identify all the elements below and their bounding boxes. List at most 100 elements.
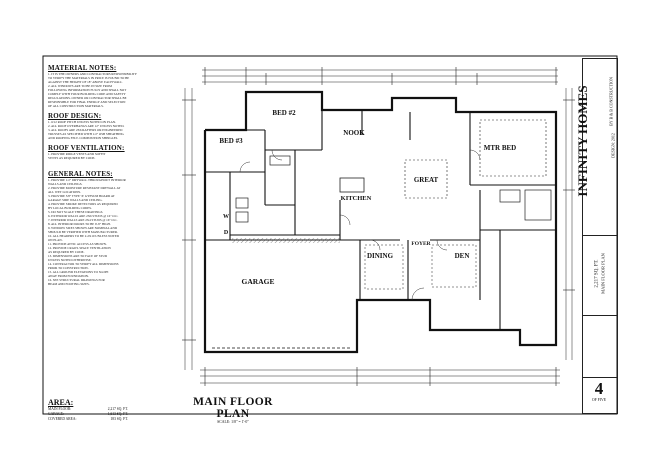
note-line: ON PLAN. [48, 238, 63, 242]
note-line: 12. PROVIDE CRAWL SPACE VENTILATION [48, 246, 111, 250]
room-label-bed3: BED #3 [219, 137, 243, 145]
room-label-mtr-bed: MTR BED [484, 144, 516, 152]
company-name: INFINITY HOMES [575, 85, 590, 197]
note-line: PRIOR TO CONSTRUCTION. [48, 266, 89, 270]
title-block-divider [583, 377, 617, 378]
note-line: BY LOCAL BUILDING CODES. [48, 206, 92, 210]
sheet-number: 4 [594, 379, 604, 398]
room-label-garage: GARAGE [242, 277, 275, 286]
area-row-value: 2,217 SQ. FT. [107, 407, 128, 411]
room-label-dining: DINING [367, 252, 394, 260]
exterior-walls [203, 90, 558, 354]
note-line: BEAM AND FOOTING SIZES. [48, 282, 90, 286]
note-line: 3. ALL ROOFS ARE 2X6 RAFTERS OR ENGINEER… [48, 128, 123, 132]
area-row-label: COVERED AREA: [48, 417, 77, 421]
note-line: 3. PROVIDE 5/8" TYPE 'X' GYPSUM BOARD AT [48, 194, 115, 198]
dining-ceiling [364, 244, 404, 290]
note-line: UNLESS NOTED OTHERWISE. [48, 258, 92, 262]
note-line: 1. IT IS THE OWNERS AND CONTRACTORS RESP… [48, 72, 137, 76]
note-line: 6. EXTERIOR WALLS ARE 2X6 STUDS @ 16" O.… [48, 214, 119, 218]
washer [235, 197, 249, 209]
note-line: 7. INTERIOR WALLS ARE 2X4 STUDS @ 16" O.… [48, 218, 118, 222]
note-line: 11. PROVIDE ATTIC ACCESS AS SHOWN. [48, 242, 107, 246]
note-line: ALL WET LOCATIONS. [48, 190, 81, 194]
note-line: 2. ALL WINDOWS ARE TO BE IN SIZE FROM [48, 84, 112, 88]
area-row-value: 183 SQ. FT. [110, 417, 128, 421]
master-shower [524, 189, 552, 221]
room-label-den: DEN [455, 252, 470, 260]
dimension-lines [182, 67, 575, 386]
roof-design-title: ROOF DESIGN: [48, 112, 102, 120]
area-row: MAIN FLOOR: 2,217 SQ. FT. [48, 407, 158, 412]
plan-title: MAIN FLOOR PLAN SCALE: 1/8" = 1'-0" [178, 396, 288, 424]
area-row: COVERED AREA: 183 SQ. FT. [48, 417, 158, 422]
note-line: 13. DIMENSIONS ARE TO FACE OF STUD [48, 254, 108, 258]
note-line: 1. PROVIDE 1/2" DRYWALL THROUGHOUT INTER… [48, 178, 126, 182]
sheet-sqft: 2,217 SQ. FT. [594, 259, 600, 288]
den-ceiling [431, 244, 477, 288]
note-line: 1. 6/12 ROOF PITCH UNLESS NOTED ON PLAN. [48, 120, 116, 124]
area-row-label: MAIN FLOOR: [48, 407, 72, 411]
note-line: AND ROOFING FELT. COMPOSITION SHINGLES. [48, 136, 119, 140]
area-title: AREA: [48, 398, 74, 407]
note-line: SHOULD BE VERIFIED WITH MANUFACTURER. [48, 230, 118, 234]
kitchen-island [339, 177, 365, 193]
note-line: GARAGE SIDE WALLS AND CEILING. [48, 198, 103, 202]
roof-design-list: 1. 6/12 ROOF PITCH UNLESS NOTED ON PLAN.… [48, 120, 178, 140]
note-line: COMPLY WITH YOUR BUILDING CODE AND SAFET… [48, 92, 126, 96]
room-label-bed2: BED #2 [272, 109, 296, 117]
note-line: 10. ALL HEADERS TO BE 2-2X10 UNLESS NOTE… [48, 234, 119, 238]
room-label-nook: NOOK [343, 129, 365, 137]
note-line: 16. SEE STRUCTURAL DRAWINGS FOR [48, 278, 105, 282]
sheet-of: OF FIVE [591, 398, 607, 402]
note-line: FOLLOWING INFORMATION FULLY AND SHALL NO… [48, 88, 127, 92]
title-block-divider [583, 235, 617, 236]
note-line: AS REQUIRED BY CODE. [48, 250, 85, 254]
room-label-great: GREAT [414, 176, 439, 184]
note-line: 2. ALL ROOF OVERHANGS ARE 12" UNLESS NOT… [48, 124, 125, 128]
title-block: INFINITY HOMES DESIGN: 2012 BY B & B CON… [575, 58, 618, 414]
general-notes-list: 1. PROVIDE 1/2" DRYWALL THROUGHOUT INTER… [48, 178, 178, 286]
room-label-foyer: FOYER [411, 241, 431, 247]
bath-tub [269, 155, 291, 166]
interior-walls [205, 110, 556, 330]
general-notes-title: GENERAL NOTES: [48, 170, 113, 178]
plan-title-text: MAIN FLOOR PLAN [193, 396, 273, 420]
note-line: AWAY FROM FOUNDATION. [48, 274, 89, 278]
master-tub [499, 189, 521, 203]
note-line: 8. ALL INTERIOR DOORS TO BE 6'-8" HIGH. [48, 222, 111, 226]
note-line: WALLS AND CEILINGS. [48, 182, 83, 186]
note-line: RESPONSIBLE FOR FINAL ENERGY AND SELECTI… [48, 100, 126, 104]
dryer [235, 211, 249, 223]
note-line: TO VERIFY THE MATERIALS IN PRICE IS FOUN… [48, 76, 130, 80]
mtr-bed-ceiling [479, 119, 547, 177]
note-line: AGAINST THE HEIGHT OF 18" ABOVE EACH WAL… [48, 80, 123, 84]
door-swings [239, 149, 481, 301]
company-subtitle: BY B & B CONSTRUCTION [608, 77, 614, 126]
notes-column: MATERIAL NOTES: 1. IT IS THE OWNERS AND … [48, 60, 178, 286]
roof-ventilation-title: ROOF VENTILATION: [48, 144, 125, 152]
note-line: TRUSSES AS SPECIFIED WITH 1/2" OSB SHEAT… [48, 132, 124, 136]
plan-scale-text: SCALE: 1/8" = 1'-0" [217, 420, 249, 424]
room-label-washer: W [223, 214, 229, 220]
note-line: 1. PROVIDE RIDGE VENTS AND SOFFIT [48, 152, 106, 156]
note-line: OF ALL CONSTRUCTION MATERIALS. [48, 104, 104, 108]
sheet-number-block: 4 OF FIVE [582, 379, 616, 403]
note-line: 9. WINDOW SIZES SHOWN ARE NOMINAL AND [48, 226, 118, 230]
note-line: 4. PROVIDE SMOKE DETECTORS AS REQUIRED [48, 202, 118, 206]
note-line: 14. CONTRACTOR TO VERIFY ALL DIMENSIONS [48, 262, 119, 266]
sheet-name: MAIN FLOOR PLAN [600, 253, 606, 294]
note-line: VENTS AS REQUIRED BY CODE. [48, 156, 96, 160]
note-line: 2. PROVIDE MOISTURE RESISTANT DRYWALL AT [48, 186, 121, 190]
note-line: 15. ALL GROUND ELEVATIONS TO SLOPE [48, 270, 109, 274]
great-room-fireplace [404, 159, 448, 199]
room-label-dryer: D [224, 230, 229, 236]
material-notes-list: 1. IT IS THE OWNERS AND CONTRACTORS RESP… [48, 72, 178, 108]
note-line: 5. DO NOT SCALE THESE DRAWINGS. [48, 210, 104, 214]
garage-step-hatch [232, 238, 340, 243]
material-notes-title: MATERIAL NOTES: [48, 64, 117, 72]
note-line: REGULATIONS. OWNER OR CONTRACTOR SHALL B… [48, 96, 127, 100]
